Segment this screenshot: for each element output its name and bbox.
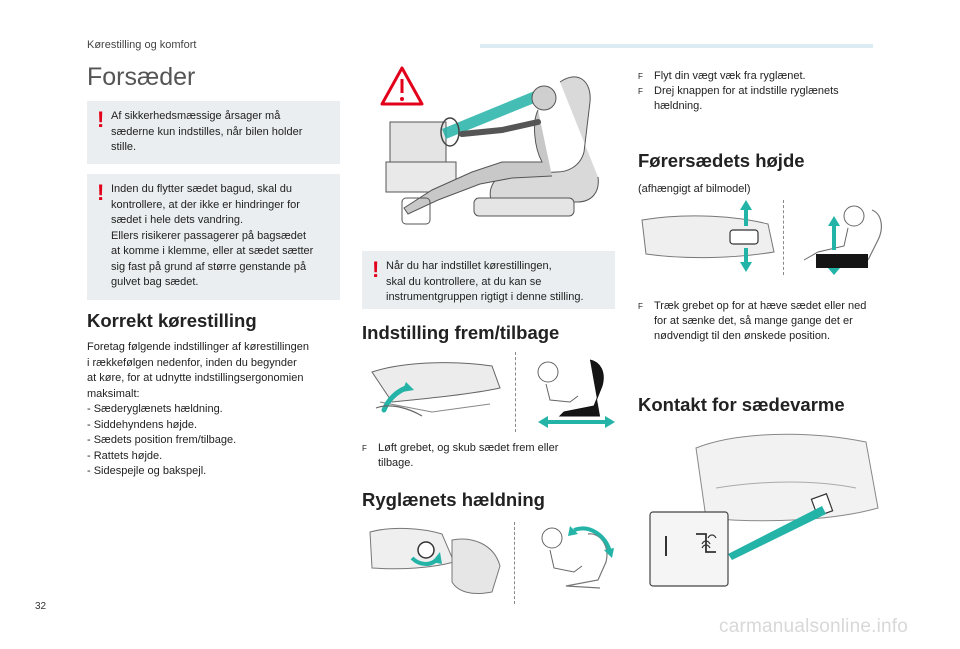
list-item: F Træk grebet op for at hæve sædet eller… [638,299,898,344]
watermark-text: carmanualsonline.info [719,616,909,637]
section-title-seat-height: Førersædets højde [638,150,805,171]
warning-box-safety: ! Af sikkerhedsmæssige årsager må sædern… [87,101,340,164]
warning-text: Af sikkerhedsmæssige årsager må sæderne … [111,110,303,153]
bullet-text: Træk grebet op for at hæve sædet eller n… [654,300,867,342]
warning-text: Inden du flytter sædet bagud, skal du ko… [111,183,314,288]
list-item: F Løft grebet, og skub sædet frem eller … [362,441,612,471]
seat-heating-illustration [646,428,886,588]
section-title-seat-heating: Kontakt for sædevarme [638,394,845,415]
list-item: F Drej knappen for at indstille ryglænet… [638,84,888,114]
bullet-marker-icon: F [638,72,643,81]
model-dependency-note: (afhængigt af bilmodel) [638,183,751,195]
forward-back-lever-illustration [362,352,507,432]
forward-back-seat-illustration [520,352,615,432]
warning-text: Når du har indstillet kørestillingen, sk… [386,260,584,303]
page-number: 32 [35,601,47,612]
seat-heating-icon [696,533,717,553]
section-title-forward-back: Indstilling frem/tilbage [362,322,560,343]
list-item: - Sædets position frem/tilbage. [87,434,237,446]
figure-divider [515,352,516,432]
list-item: - Rattets højde. [87,450,163,462]
figure-divider [783,200,784,275]
backrest-knob-illustration [362,522,507,604]
section-title-backrest-angle: Ryglænets hældning [362,489,545,510]
warning-icon: ! [97,180,105,205]
bullet-text: Drej knappen for at indstille ryglænets … [654,85,839,112]
seat-height-lever-illustration [638,200,780,275]
bullet-marker-icon: F [638,87,643,96]
driving-position-intro: Foretag følgende indstillinger af kørest… [87,341,309,400]
page-title: Forsæder [87,63,196,91]
seat-height-seat-illustration [788,200,888,275]
section-header-bar [480,44,873,48]
figure-divider [514,522,515,604]
bullet-marker-icon: F [362,444,367,453]
bullet-marker-icon: F [638,302,643,311]
warning-icon: ! [97,107,105,132]
list-item: - Siddehyndens højde. [87,419,198,431]
backrest-angle-seat-illustration [520,522,615,604]
list-item: - Sæderyglænets hældning. [87,403,223,415]
warning-box-instruments: ! Når du har indstillet kørestillingen, … [362,251,615,309]
list-item: F Flyt din vægt væk fra ryglænet. [638,69,888,84]
driving-position-illustration [362,62,612,232]
warning-triangle-icon [380,66,424,106]
warning-box-rear: ! Inden du flytter sædet bagud, skal du … [87,174,340,300]
section-title-driving-position: Korrekt kørestilling [87,310,257,331]
warning-icon: ! [372,257,380,282]
bullet-text: Løft grebet, og skub sædet frem eller ti… [378,442,559,469]
bullet-text: Flyt din vægt væk fra ryglænet. [654,70,806,82]
list-item: - Sidespejle og bakspejl. [87,465,207,477]
section-header-label: Kørestilling og komfort [87,39,197,51]
